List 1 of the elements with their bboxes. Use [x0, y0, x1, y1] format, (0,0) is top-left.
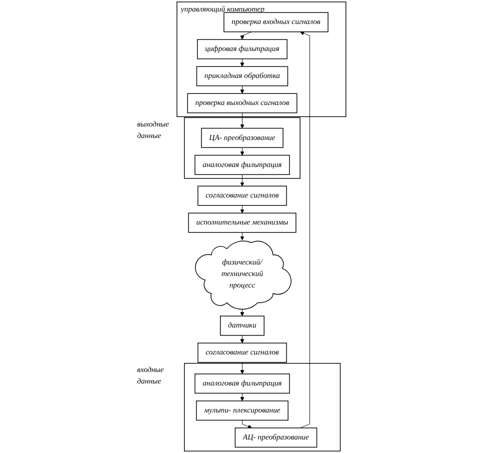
cluster [184, 117, 300, 179]
